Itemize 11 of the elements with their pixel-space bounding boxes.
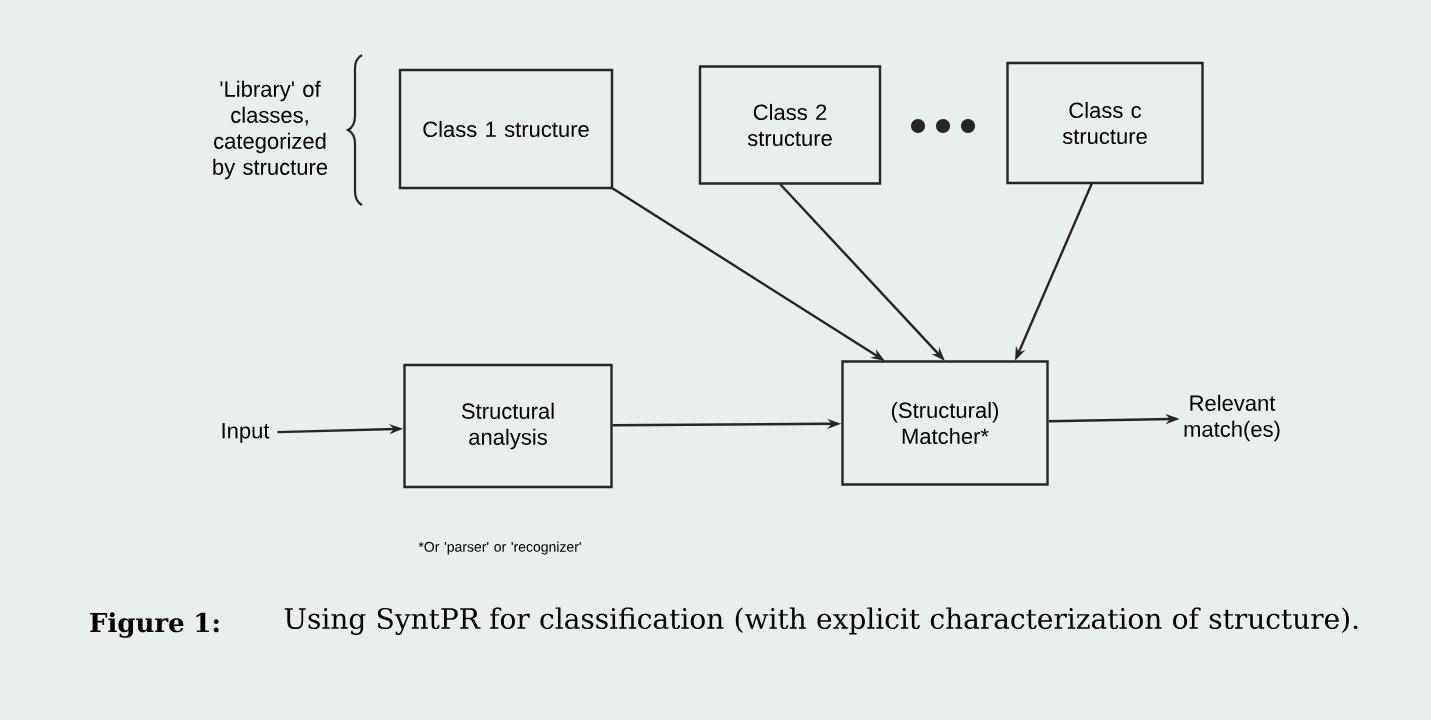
process-box: Structural analysis (403, 363, 613, 489)
process-box: Class 1 structure (398, 68, 614, 190)
flow-text: Relevant match(es) (1184, 394, 1280, 442)
process-box: Class c structure (1006, 61, 1204, 185)
caption: Using SyntPR for classification (with explicit characterization of structure). (284, 607, 1358, 635)
figure-number: Figure 1: (90, 612, 219, 638)
footnote: *Or 'parser' or 'recognizer' (418, 541, 581, 555)
flow-text: Input (222, 423, 270, 443)
flow-text: 'Library' of classes, categorized by structure (213, 80, 328, 180)
process-box: (Structural) Matcher* (841, 360, 1049, 486)
process-box: Class 2 structure (698, 65, 882, 185)
